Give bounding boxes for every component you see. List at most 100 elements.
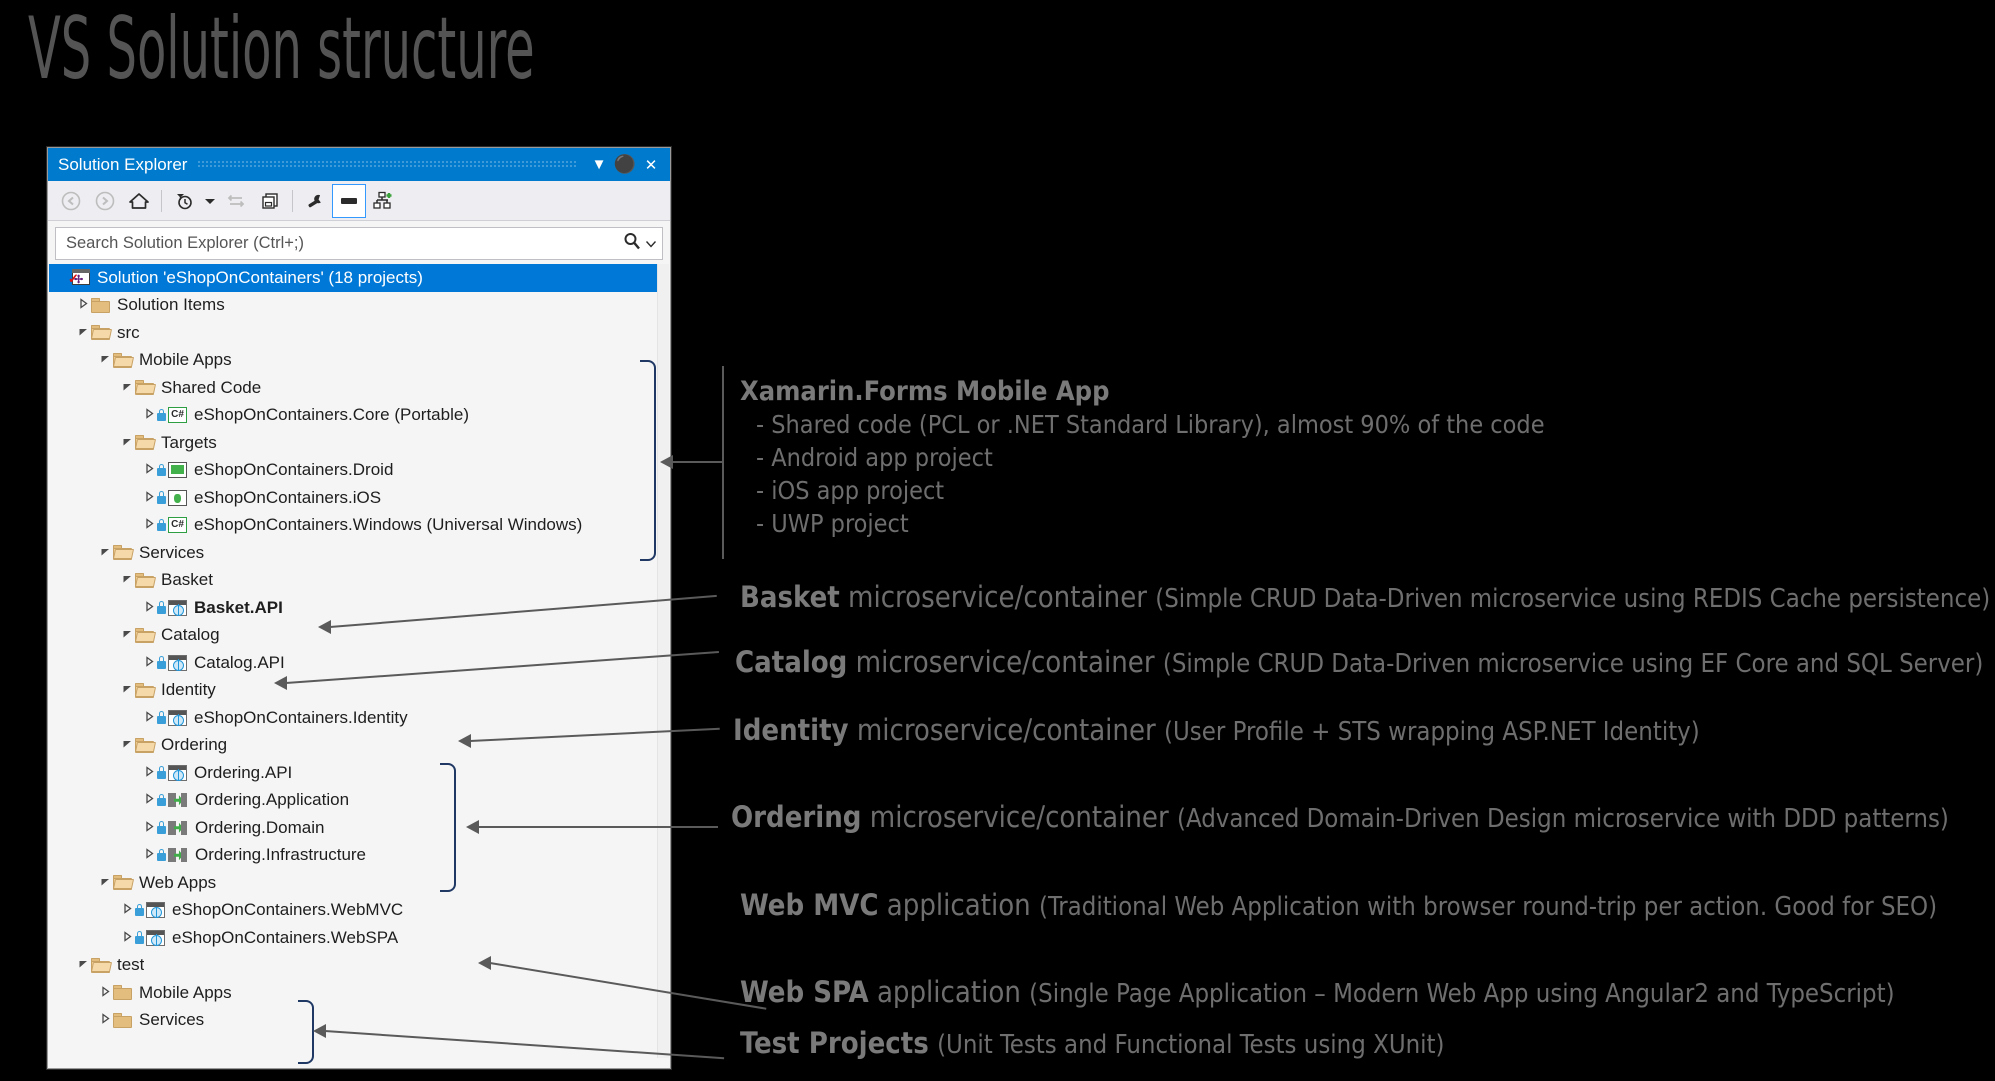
tree-item-icon: C# [157,407,187,424]
tree-scrollbar[interactable] [657,264,669,1058]
lock-icon [157,766,166,779]
annotation-detail: (Single Page Application – Modern Web Ap… [1029,979,1895,1009]
search-icon[interactable] [622,231,642,256]
preview-selected-items-icon[interactable] [332,183,366,218]
tree-item-label: Services [139,1010,205,1030]
tree-item-label: Ordering.API [194,762,293,782]
tree-item[interactable]: Basket [49,567,659,595]
tree-item-label: Identity [161,680,216,700]
search-box[interactable] [55,227,663,260]
tree-item[interactable]: test [49,952,659,980]
tree-item[interactable]: Services [49,539,659,567]
tree-item[interactable]: Shared Code [49,374,659,402]
tree-item-icon [157,792,188,808]
tree-item-label: Solution 'eShopOnContainers' (18 project… [97,267,423,287]
back-icon[interactable] [54,185,88,217]
search-input[interactable] [64,233,622,254]
expander-open-icon[interactable] [97,353,113,367]
expander-open-icon[interactable] [97,546,113,560]
folder-open-icon [134,380,157,396]
collapse-all-icon[interactable] [366,185,400,217]
tree-item[interactable]: Solution Items [49,292,659,320]
window-title: Solution Explorer [58,154,188,174]
expander-open-icon[interactable] [119,436,135,450]
expander-closed-icon[interactable] [141,655,157,670]
tree-item[interactable]: Ordering [49,732,659,760]
expander-open-icon[interactable] [75,326,91,340]
titlebar-drag-grip[interactable] [197,160,576,169]
tree-item-label: eShopOnContainers.WebMVC [172,900,404,920]
pending-changes-filter-icon[interactable] [167,185,201,217]
tree-item[interactable]: Mobile Apps [49,979,659,1007]
tree-item[interactable]: eShopOnContainers.Droid [49,457,659,485]
expander-closed-icon[interactable] [141,463,157,477]
tree-item[interactable]: Services [49,1007,659,1035]
pin-icon[interactable]: ⚫ [613,154,637,174]
tree-item[interactable]: Mobile Apps [49,347,659,375]
home-icon[interactable] [122,185,156,217]
expander-closed-icon[interactable] [119,930,135,945]
tree-item[interactable]: Ordering.API [49,759,659,787]
tree-item[interactable]: eShopOnContainers.iOS [49,484,659,512]
annotation-rest [929,1026,937,1060]
tree-item[interactable]: eShopOnContainers.Identity [49,704,659,732]
expander-closed-icon[interactable] [75,298,91,312]
expander-open-icon[interactable] [119,381,135,395]
close-icon[interactable]: ✕ [644,156,658,174]
bracket-test [298,1000,314,1064]
tree-item[interactable]: C#eShopOnContainers.Windows (Universal W… [49,512,659,540]
search-dropdown-icon[interactable] [645,235,657,253]
folder-open-icon [134,572,157,588]
expander-closed-icon[interactable] [141,820,157,835]
tree-item[interactable]: Catalog.API [49,649,659,677]
class-library-icon [168,792,188,808]
expander-closed-icon[interactable] [141,600,157,615]
expander-closed-icon[interactable] [141,518,157,532]
tree-item[interactable]: Targets [49,429,659,457]
sync-with-active-document-icon[interactable] [219,185,253,217]
expander-closed-icon[interactable] [119,903,135,917]
expander-open-icon[interactable] [75,958,91,972]
expander-open-icon[interactable] [97,876,113,890]
tree-item[interactable]: Ordering.Application [49,787,659,815]
tree-item[interactable]: Catalog [49,622,659,650]
chevron-down-icon[interactable]: ▼ [591,156,607,173]
tree-item[interactable]: ✢✓Solution 'eShopOnContainers' (18 proje… [49,264,659,292]
expander-closed-icon[interactable] [141,710,157,725]
expander-open-icon[interactable] [119,628,135,642]
tree-item[interactable]: Web Apps [49,869,659,897]
web-project-icon [168,599,187,616]
tree-item-label: Targets [161,432,217,452]
expander-closed-icon[interactable] [141,765,157,780]
tree-item[interactable]: Ordering.Domain [49,814,659,842]
forward-icon[interactable] [88,185,122,217]
show-all-files-icon[interactable] [253,185,287,217]
tree-item-icon [135,929,165,946]
expander-open-icon[interactable] [119,573,135,587]
expander-open-icon[interactable] [119,738,135,752]
expander-closed-icon[interactable] [97,985,113,1000]
tree-item[interactable]: eShopOnContainers.WebMVC [49,897,659,925]
expander-closed-icon[interactable] [141,848,157,862]
chevron-down-icon[interactable] [201,185,219,217]
properties-wrench-icon[interactable] [298,185,332,217]
tree-item-icon [91,297,110,313]
toolbar-separator-1 [161,189,162,212]
annotation-rest: application [868,975,1030,1009]
expander-closed-icon[interactable] [97,1013,113,1027]
tree-item[interactable]: Basket.API [49,594,659,622]
expander-closed-icon[interactable] [141,793,157,807]
tree-item[interactable]: C#eShopOnContainers.Core (Portable) [49,402,659,430]
bracket-mobile-apps [640,360,656,561]
solution-tree[interactable]: ✢✓Solution 'eShopOnContainers' (18 proje… [49,264,659,1058]
expander-open-icon[interactable] [119,683,135,697]
expander-closed-icon[interactable] [141,408,157,422]
annotation-term: Web SPA [740,975,869,1009]
expander-closed-icon[interactable] [141,490,157,505]
web-project-icon [168,654,187,671]
tree-item[interactable]: eShopOnContainers.WebSPA [49,924,659,952]
tree-item[interactable]: src [49,319,659,347]
tree-item[interactable]: Identity [49,677,659,705]
tree-item-label: Ordering.Application [195,790,350,810]
tree-item[interactable]: Ordering.Infrastructure [49,842,659,870]
